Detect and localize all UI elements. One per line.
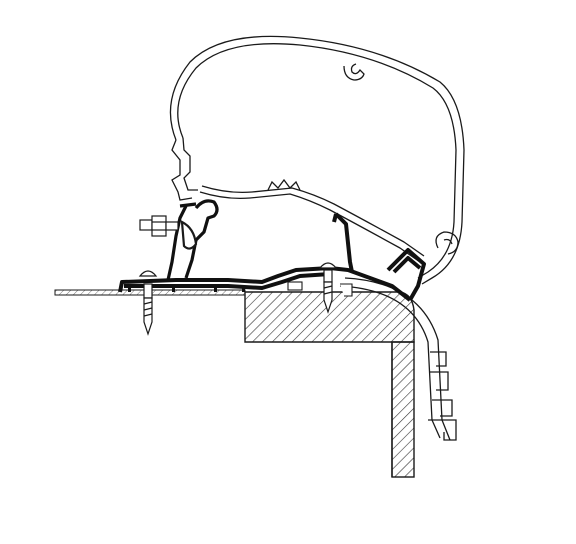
- side-wall: [391, 341, 415, 478]
- corner-trim-profile: [339, 277, 457, 441]
- screw-left: [138, 270, 158, 336]
- awning-housing: [169, 35, 465, 285]
- bolt-nut: [139, 215, 198, 250]
- clip-details: [287, 281, 353, 297]
- mounting-bracket: [166, 199, 219, 281]
- screw-middle: [318, 262, 338, 314]
- adapter-rail: [118, 212, 426, 302]
- adapter-rail-teeth: [128, 288, 245, 292]
